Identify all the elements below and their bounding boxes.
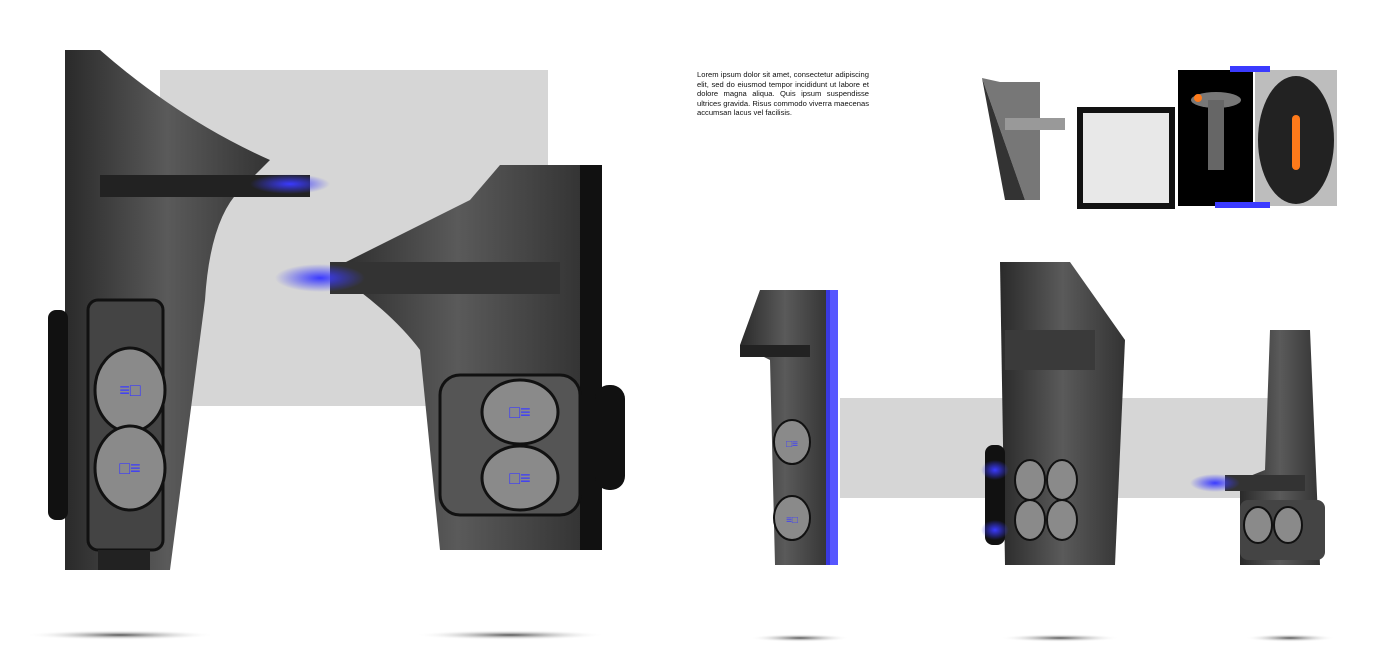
ground-shadow [25, 630, 215, 640]
ground-shadow [1245, 634, 1335, 642]
ship-small-a: □≡ ≡□ [740, 290, 850, 642]
svg-text:□≡: □≡ [509, 402, 530, 422]
ground-shadow [750, 634, 850, 642]
svg-text:□≡: □≡ [509, 468, 530, 488]
svg-text:□≡: □≡ [786, 439, 798, 450]
description-text: Lorem ipsum dolor sit amet, consectetur … [697, 70, 869, 118]
ship-small-b [981, 262, 1125, 642]
ship-large-right: □≡ □≡ [275, 165, 625, 640]
ship-small-c [1190, 330, 1335, 642]
svg-text:≡□: ≡□ [119, 380, 141, 400]
ship-large-left: ≡□ □≡ [25, 50, 330, 640]
reference-thumbnails [982, 66, 1337, 209]
svg-text:□≡: □≡ [119, 458, 140, 478]
ground-shadow [415, 630, 605, 640]
ground-shadow [1000, 634, 1120, 642]
svg-text:≡□: ≡□ [786, 515, 798, 526]
